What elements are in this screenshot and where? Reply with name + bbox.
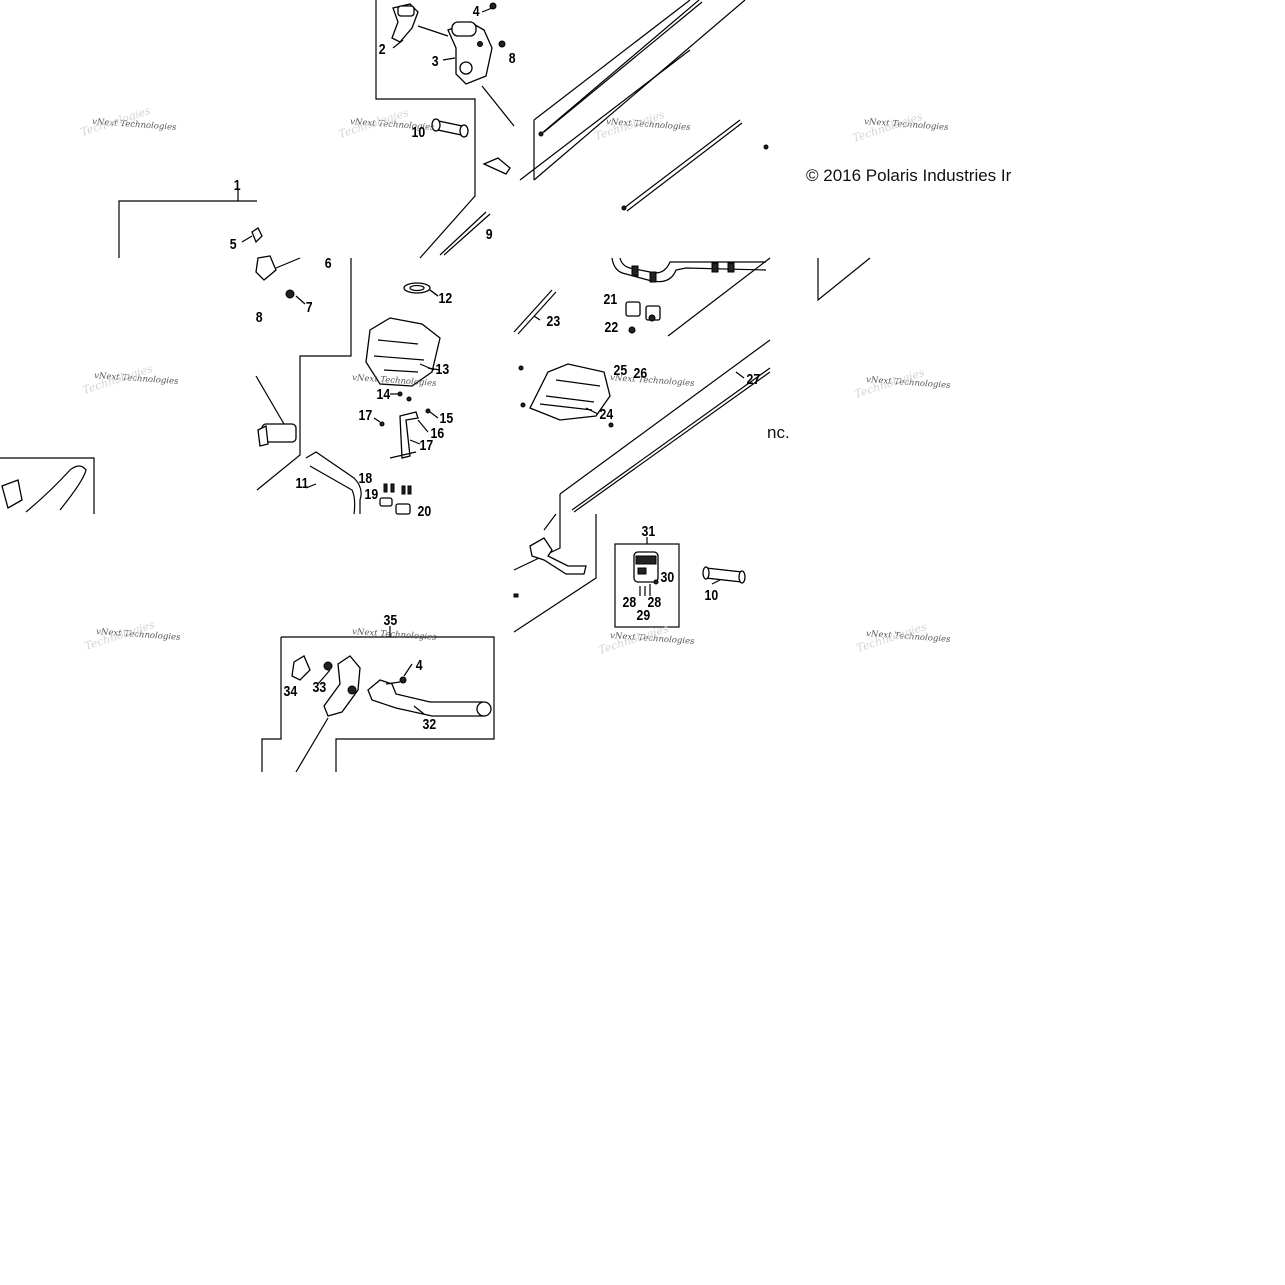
grip-part-right [702, 566, 746, 584]
callout-30: 30 [661, 569, 675, 585]
tile-bottom [261, 626, 495, 773]
callout-14: 14 [377, 386, 391, 402]
callout-10: 10 [412, 124, 426, 140]
throttle-housing-part [447, 21, 515, 127]
callout-5: 5 [230, 236, 237, 252]
tile-left-fragment [0, 457, 95, 514]
tile-top-left [118, 0, 515, 259]
callout-labels: 1 2 3 4 5 6 7 8 8 9 10 10 11 12 13 14 15… [230, 3, 761, 732]
instrument-housing-part [529, 363, 611, 421]
callout-35: 35 [384, 612, 398, 628]
callout-34: 34 [284, 683, 298, 699]
callout-7: 7 [306, 299, 313, 315]
tile-center-right [513, 257, 871, 514]
brake-lever-perch-part [323, 655, 361, 717]
callout-15: 15 [440, 410, 454, 426]
callout-31: 31 [642, 523, 656, 539]
svg-text:vNext Technologies: vNext Technologies [352, 627, 438, 643]
callout-10-b: 10 [705, 587, 719, 603]
callout-17: 17 [359, 407, 373, 423]
callout-2: 2 [379, 41, 386, 57]
callout-23: 23 [547, 313, 561, 329]
callout-13: 13 [436, 361, 450, 377]
tile-center [255, 255, 441, 515]
callout-25: 25 [614, 362, 628, 378]
callout-4: 4 [473, 3, 480, 19]
callout-21: 21 [604, 291, 618, 307]
callout-33: 33 [313, 679, 327, 695]
leader-lines [317, 289, 745, 715]
throttle-bracket-part [391, 3, 419, 43]
callout-16: 16 [431, 425, 445, 441]
callout-27: 27 [747, 371, 761, 387]
callout-9: 9 [486, 226, 493, 242]
callout-1: 1 [234, 177, 241, 193]
callout-28-b: 28 [648, 594, 662, 610]
callout-29: 29 [637, 607, 651, 623]
callout-4-b: 4 [416, 657, 423, 673]
callout-22: 22 [605, 319, 619, 335]
watermarks: vNext Technologies vNext Technologies vN… [79, 104, 951, 657]
callout-19: 19 [365, 486, 379, 502]
callout-32: 32 [423, 716, 437, 732]
callout-28: 28 [623, 594, 637, 610]
tile-top-right [519, 0, 769, 212]
callout-3: 3 [432, 53, 439, 69]
headlight-cover-part [365, 317, 441, 387]
brake-lever-part [367, 679, 492, 717]
callout-26: 26 [634, 365, 648, 381]
callout-8: 8 [509, 50, 516, 66]
callout-11: 11 [295, 475, 308, 491]
grip-part [431, 118, 469, 138]
callout-6: 6 [325, 255, 332, 271]
callout-24: 24 [600, 406, 614, 422]
tile-bottom-right [513, 513, 746, 633]
callout-12: 12 [439, 290, 453, 306]
copyright-fragment: nc. [767, 423, 790, 442]
callout-17-b: 17 [420, 437, 434, 453]
callout-18: 18 [359, 470, 373, 486]
callout-8-b: 8 [256, 309, 263, 325]
callout-20: 20 [418, 503, 432, 519]
copyright-notice: © 2016 Polaris Industries Ir [806, 166, 1012, 185]
